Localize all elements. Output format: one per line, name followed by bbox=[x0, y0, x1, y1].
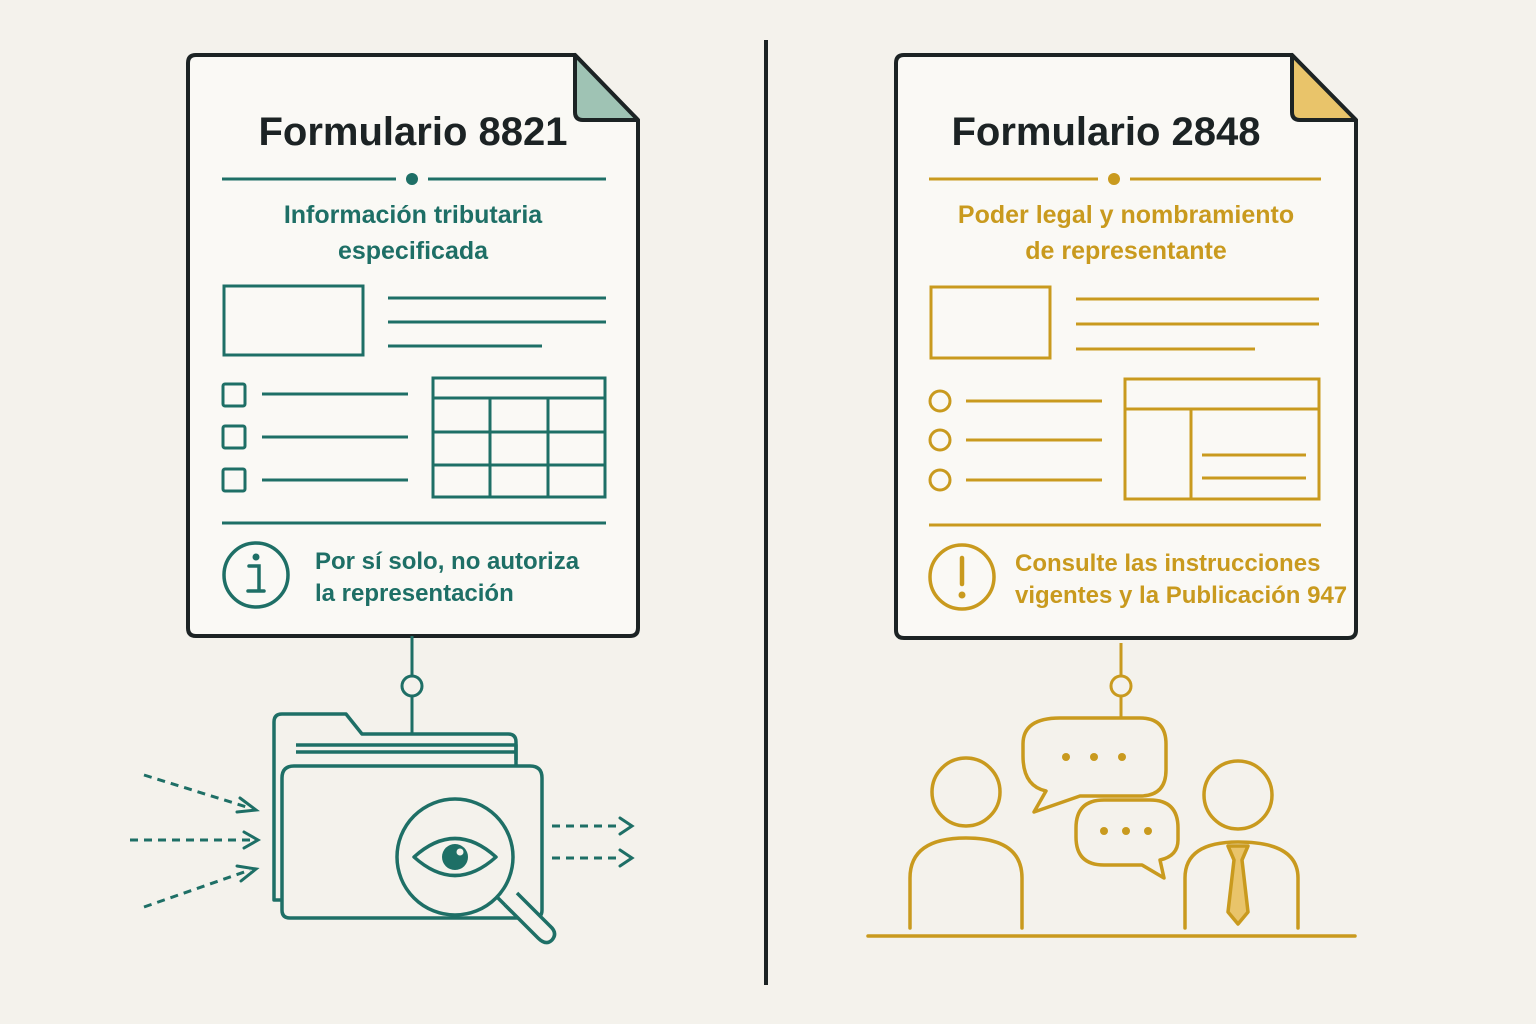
left-document-card bbox=[186, 53, 640, 638]
right-card-note-line1: Consulte las instrucciones bbox=[1015, 550, 1321, 577]
right-document-card bbox=[894, 53, 1358, 640]
radio-icon bbox=[928, 468, 952, 492]
right-card-subtitle-line1: Poder legal y nombramiento bbox=[957, 201, 1295, 229]
checkbox-icon bbox=[221, 467, 247, 493]
right-card-subtitle-line2: de representante bbox=[1025, 237, 1227, 265]
speech-bubble-icon bbox=[1021, 716, 1168, 814]
person-head-icon bbox=[930, 756, 1002, 828]
exclamation-icon bbox=[928, 543, 996, 611]
right-card-outline bbox=[894, 53, 1358, 640]
right-card-fold-icon bbox=[1290, 53, 1358, 122]
incoming-arrowheads bbox=[235, 796, 262, 883]
left-card-title: Formulario 8821 bbox=[258, 110, 568, 154]
person-head-icon bbox=[1202, 759, 1274, 831]
outgoing-dashed-arrows bbox=[552, 816, 635, 868]
info-icon bbox=[222, 541, 290, 609]
left-card-fold-icon bbox=[573, 53, 640, 122]
radio-icon bbox=[928, 389, 952, 413]
right-title-divider bbox=[929, 173, 1321, 185]
speech-bubble-icon bbox=[1074, 798, 1180, 880]
folder-with-magnifier-eye-icon bbox=[272, 712, 557, 945]
right-radio-list bbox=[928, 389, 1102, 492]
tie-icon bbox=[1226, 844, 1250, 926]
left-card-note-line2: la representación bbox=[315, 580, 514, 607]
right-card-title: Formulario 2848 bbox=[951, 110, 1261, 154]
right-connector bbox=[1109, 643, 1133, 718]
incoming-dashed-arrows bbox=[130, 773, 252, 909]
checkbox-icon bbox=[221, 382, 247, 408]
right-card-note-line2: vigentes y la Publicación 947 bbox=[1015, 582, 1348, 609]
right-panel-table-icon bbox=[1123, 377, 1321, 501]
person-body-icon bbox=[908, 836, 1024, 930]
radio-icon bbox=[928, 428, 952, 452]
left-card-note-line1: Por sí solo, no autoriza bbox=[315, 548, 580, 575]
left-form-header-block bbox=[222, 284, 606, 357]
left-card-subtitle-line2: especificada bbox=[337, 237, 489, 265]
left-grid-table-icon bbox=[431, 376, 607, 499]
left-checkbox-list bbox=[221, 382, 408, 493]
two-people-conversation-icon bbox=[866, 716, 1357, 938]
left-title-divider bbox=[222, 173, 606, 185]
checkbox-icon bbox=[221, 424, 247, 450]
left-card-subtitle-line1: Información tributaria bbox=[283, 201, 543, 229]
person-body-icon bbox=[1183, 840, 1300, 930]
right-form-header-block bbox=[929, 285, 1319, 360]
